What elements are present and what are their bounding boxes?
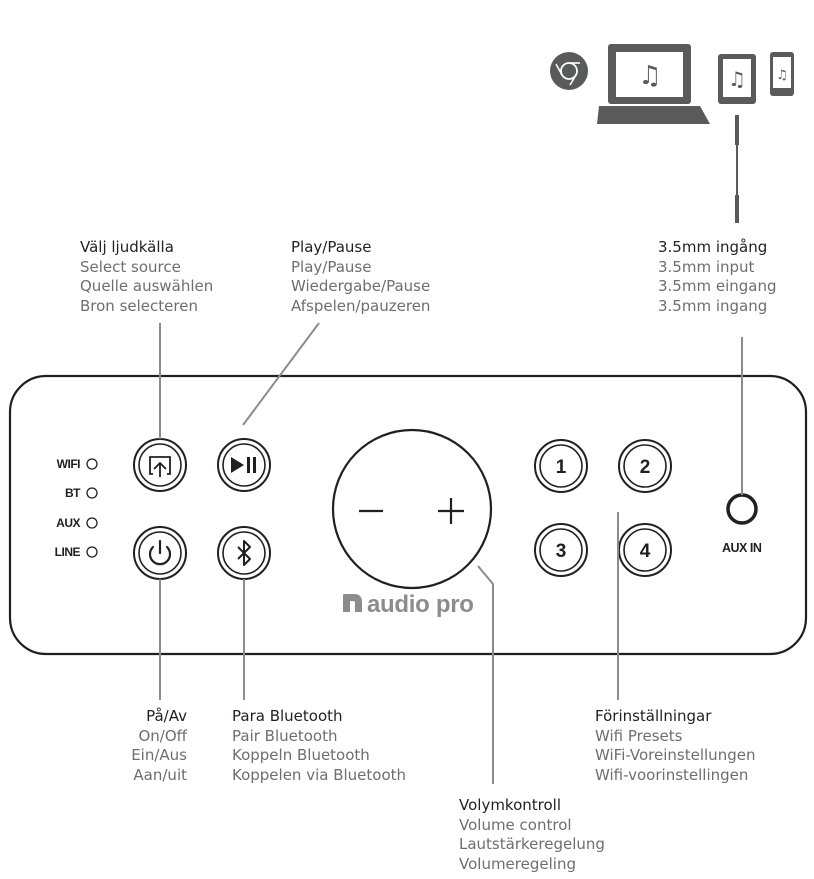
aux-in-label: AUX IN [722, 541, 762, 555]
label-line: 3.5mm eingang [658, 277, 777, 295]
preset-number-2: 2 [640, 457, 651, 478]
tablet-icon: ♫ [718, 54, 756, 104]
power-button[interactable] [133, 526, 187, 580]
label-title: På/Av [146, 707, 187, 725]
label-line: Koppeln Bluetooth [232, 746, 370, 764]
label-line: Select source [80, 257, 181, 276]
label-line: Ein/Aus [131, 746, 187, 764]
leader-lines [159, 322, 743, 784]
label-pair-bluetooth: Para Bluetooth Pair Bluetooth Koppeln Bl… [232, 707, 406, 785]
label-power: På/Av On/Off Ein/Aus Aan/uit [40, 707, 187, 785]
audio-pro-logo-mark [343, 594, 362, 612]
led-label-aux: AUX [56, 516, 80, 530]
preset-button-3[interactable] [534, 523, 588, 577]
label-line: Quelle auswählen [80, 277, 214, 295]
label-aux-input: 3.5mm ingång 3.5mm input 3.5mm eingang 3… [658, 238, 777, 316]
label-presets: Förinställningar Wifi Presets WiFi-Vorei… [595, 707, 755, 785]
label-line: Koppelen via Bluetooth [232, 765, 407, 784]
label-line: Pair Bluetooth [232, 726, 338, 745]
leader-volume [477, 565, 494, 784]
airplay-icon [149, 456, 171, 475]
label-line: Wifi-voorinstellingen [595, 765, 749, 784]
select-source-button[interactable] [133, 438, 187, 492]
label-line: Wifi Presets [595, 726, 683, 745]
preset-number-3: 3 [556, 541, 567, 562]
label-play-pause: Play/Pause Play/Pause Wiedergabe/Pause A… [291, 238, 430, 316]
label-title: 3.5mm ingång [658, 238, 768, 256]
label-line: Volume control [459, 815, 572, 834]
led-label-wifi: WIFI [56, 457, 81, 471]
label-line: 3.5mm input [658, 257, 755, 276]
label-title: Förinställningar [595, 707, 712, 725]
leader-play-pause [242, 322, 320, 426]
label-line: On/Off [138, 726, 187, 745]
preset-number-4: 4 [640, 541, 651, 562]
bluetooth-button[interactable] [217, 526, 271, 580]
play-pause-icon [231, 457, 244, 473]
led-label-bt: BT [65, 486, 81, 500]
preset-button-2[interactable] [618, 439, 672, 493]
label-title: Play/Pause [291, 238, 372, 256]
play-pause-button[interactable] [217, 438, 271, 492]
preset-button-4[interactable] [618, 523, 672, 577]
label-line: Lautstärkeregelung [459, 835, 605, 853]
label-line: Afspelen/pauzeren [291, 296, 431, 315]
brand-logo: audio pro [367, 591, 474, 618]
volume-knob[interactable] [331, 428, 493, 590]
label-line: Play/Pause [291, 257, 372, 276]
label-title: Välj ljudkälla [80, 238, 174, 256]
label-title: Volymkontroll [459, 796, 561, 814]
led-label-line: LINE [54, 545, 81, 559]
led-aux-indicator [86, 517, 98, 529]
led-wifi-indicator [86, 458, 98, 470]
preset-number-1: 1 [556, 457, 567, 478]
svg-text:♫: ♫ [728, 67, 746, 91]
bluetooth-icon [237, 540, 251, 566]
power-icon [148, 545, 172, 566]
svg-text:♫: ♫ [776, 68, 788, 83]
label-line: 3.5mm ingang [658, 296, 768, 315]
label-line: WiFi-Voreinstellungen [595, 746, 756, 764]
aux-cable-icon [735, 115, 739, 223]
label-title: Para Bluetooth [232, 707, 343, 725]
label-line: Volumeregeling [459, 854, 576, 873]
led-bt-indicator [86, 487, 98, 499]
label-line: Bron selecteren [80, 296, 198, 315]
label-select-source: Välj ljudkälla Select source Quelle ausw… [80, 238, 213, 316]
laptop-icon: ♫ [597, 44, 710, 124]
svg-text:♫: ♫ [638, 61, 661, 91]
preset-button-1[interactable] [534, 439, 588, 493]
label-volume: Volymkontroll Volume control Lautstärker… [459, 796, 605, 874]
aux-in-jack[interactable] [726, 493, 758, 525]
label-line: Wiedergabe/Pause [291, 277, 431, 295]
chrome-icon [550, 52, 588, 90]
led-line-indicator [86, 546, 98, 558]
phone-icon: ♫ [770, 52, 794, 96]
label-line: Aan/uit [133, 765, 187, 784]
